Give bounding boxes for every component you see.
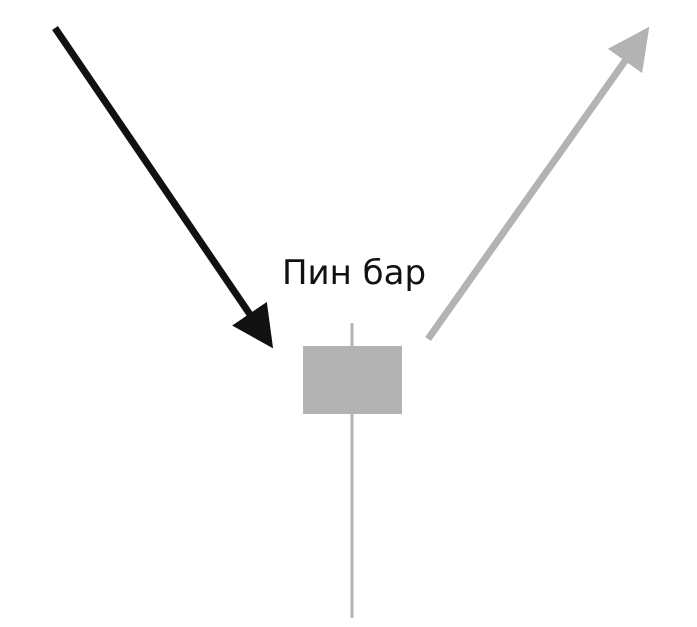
up-trend-arrow xyxy=(425,26,650,342)
down-trend-arrow xyxy=(52,26,274,349)
pin-bar-label: Пин бар xyxy=(282,253,426,293)
candle-body xyxy=(303,346,402,414)
